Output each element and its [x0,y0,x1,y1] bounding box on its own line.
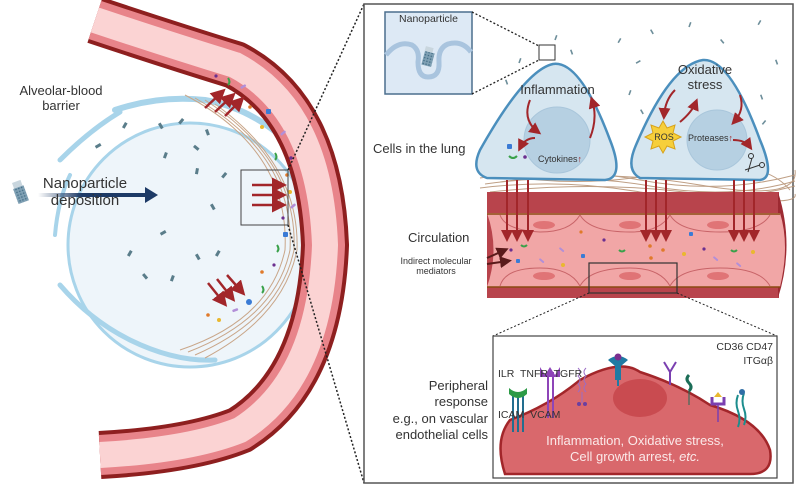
endothelial-cell [499,365,772,476]
blood-vessel-straight [487,192,787,298]
peripheral-effects-label: Inflammation, Oxidative stress, Cell gro… [505,433,765,466]
effects-etc: etc. [679,449,701,465]
peripheral-line3: e.g., on vascular [392,410,488,426]
effects-line1: Inflammation, Oxidative stress, [546,433,724,448]
scissors-icon [744,153,765,173]
zoom-box-left [240,169,289,226]
cytokines-up-arrow: ↑ [577,154,583,164]
deposition-label-line1: Nanoparticle [42,175,128,192]
circulating-mediators [509,230,755,267]
receptors [509,353,747,432]
endothelial-cells [499,214,771,287]
proteases-label: Proteases↑ [688,133,733,143]
airspace-particles [505,20,779,140]
mediators-in-vessel [206,74,296,322]
endothelial-nucleus [613,379,667,417]
circulation-label: Circulation [408,230,470,245]
alveolar-blood-barrier-label: Alveolar-blood barrier [6,83,116,114]
peripheral-line1: Peripheral [428,378,488,393]
proteases-up-arrow: ↑ [728,133,734,143]
nanoparticle-deposition-label: Nanoparticle deposition [30,175,140,210]
deposition-arrow [38,187,158,203]
inflammation-title: Inflammation [520,82,595,97]
cells-in-lung-label: Cells in the lung [373,141,466,156]
particles-in-alveolus [94,118,228,282]
blood-vessel-curved [87,0,350,479]
peripheral-response-box [492,335,778,479]
translocation-arrows-left [204,88,287,307]
receptor-labels-right: CD36 CD47 ITGαβ [690,341,773,368]
indirect-mediators-label: Indirect molecular mediators [386,256,486,277]
receptors-left-line1: ILR TNFR TGFR [498,368,583,381]
proteases-text: Proteases [688,133,729,143]
uptake-inset-label: Nanoparticle [399,13,458,25]
uptake-inset [384,11,556,95]
receptors-left-line2: ICAM VCAM [498,409,561,422]
deposition-label-line2: deposition [50,192,120,210]
zoom-leader-bottom [287,224,365,484]
zoom-box-vessel [588,262,678,294]
oxidative-line1: Oxidative [677,62,733,77]
lung-cell-inflammation [475,62,618,182]
mediators-line1: Indirect molecular [400,256,472,266]
ros-label: ROS [654,132,674,142]
detail-panel-frame [363,3,794,484]
alveolus [53,95,314,369]
uptake-zoom-box [538,44,556,61]
fibers-left [179,94,298,359]
mediator-pointer-arrows [486,247,512,269]
ros-burst [643,119,683,155]
effects-line2: Cell growth arrest, etc. [505,449,765,465]
zoom-leader-top [287,3,365,171]
peripheral-line4: endothelial cells [395,426,488,442]
peripheral-line2: response [434,394,488,410]
receptors-right-line2: ITGαβ [743,354,773,367]
peripheral-response-label: Peripheral response e.g., on vascular en… [368,378,488,443]
lung-cell-oxidative-stress [630,58,770,182]
barrier-label-line1: Alveolar-blood [19,83,103,98]
nanoparticle-icon [12,179,29,205]
translocation-arrows-right [501,180,760,242]
cytokines-text: Cytokines [538,154,578,164]
oxidative-line2: stress [687,76,723,92]
effects-line2-text: Cell growth arrest, [569,449,680,465]
receptor-labels-left: ILR TNFR TGFR ICAM VCAM [498,341,582,436]
receptors-right-line1: CD36 CD47 [716,341,773,353]
mediators-line2: mediators [416,266,456,277]
barrier-label-line2: barrier [42,97,80,113]
oxidative-stress-title: Oxidative stress [670,62,740,93]
cytokines-label: Cytokines↑ [538,154,582,164]
